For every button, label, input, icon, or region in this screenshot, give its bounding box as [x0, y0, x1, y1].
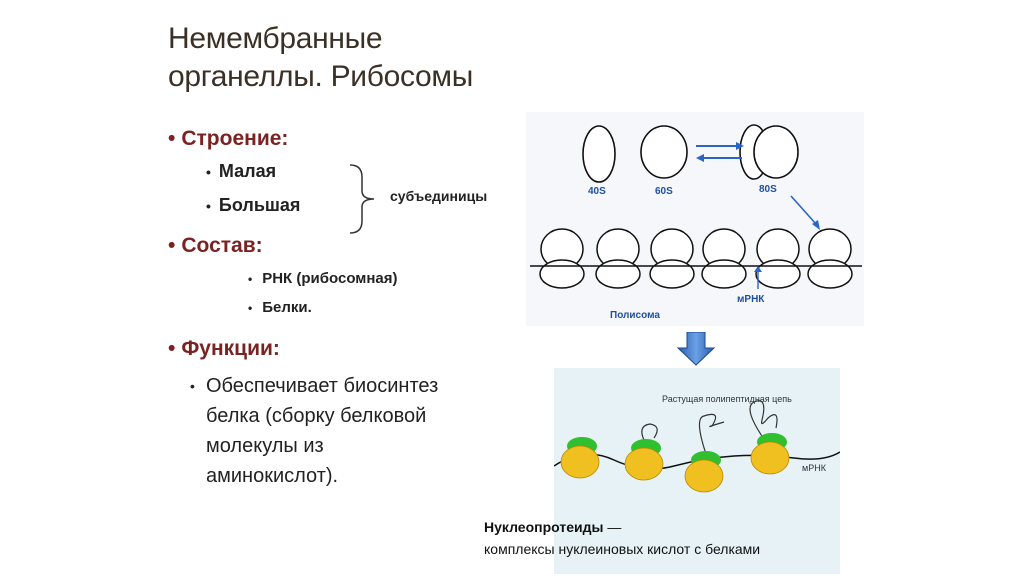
label-polypeptide-chain: Растущая полипептидная цепь [662, 394, 792, 404]
polysome-figure: 40S 60S 80S мРНК Полисома [526, 112, 864, 326]
structure-item-small: •Малая [206, 161, 277, 181]
arrow-down-icon [676, 332, 716, 366]
title-subtitle: Рибосомы [330, 60, 474, 93]
bullet-dot: • [168, 234, 176, 257]
caption-dash: — [603, 519, 622, 535]
structure-label: Строение: [181, 127, 289, 150]
composition-item-label: РНК (рибосомная) [262, 270, 398, 287]
polysome-diagram: 40S 60S 80S мРНК Полисома [530, 124, 862, 321]
label-40s: 40S [588, 186, 606, 197]
section-functions-heading: •Функции: [168, 337, 280, 361]
caption-definition: комплексы нуклеиновых кислот с белками [484, 541, 761, 557]
bullet-dot: • [190, 378, 195, 394]
composition-item-proteins: •Белки. [248, 299, 312, 316]
label-80s: 80S [759, 184, 777, 195]
caption-term-line: Нуклеопротеиды — [484, 516, 760, 538]
bullet-dot: • [168, 127, 176, 150]
label-mrna-2: мРНК [802, 463, 827, 473]
nucleoprotein-caption: Нуклеопротеиды — комплексы нуклеиновых к… [484, 516, 760, 560]
title-line-2: органеллы. Рибосомы [168, 58, 473, 96]
structure-item-large: •Большая [206, 195, 301, 215]
title-line-1: Немембранные [168, 22, 383, 55]
translation-diagram: Растущая полипептидная цепь мРНК [553, 394, 841, 493]
ribosome-large-part [753, 125, 799, 179]
caption-term: Нуклеопротеиды [484, 519, 604, 535]
ribosome-3 [684, 451, 724, 493]
curly-brace-icon [349, 164, 375, 234]
bullet-dot: • [168, 337, 176, 360]
functions-line: белка (сборку белковой [206, 405, 427, 427]
ribosome-1 [560, 437, 600, 479]
ribosome-2 [624, 439, 664, 481]
slide-title: Немембранные органеллы. Рибосомы [168, 20, 473, 96]
composition-label: Состав: [181, 234, 263, 257]
functions-line: аминокислот). [206, 465, 339, 487]
composition-item-rna: •РНК (рибосомная) [248, 270, 398, 287]
composition-item-label: Белки. [262, 299, 312, 316]
structure-item-label: Малая [218, 161, 277, 181]
functions-line: молекулы из [206, 435, 324, 457]
title-main: органеллы. [168, 60, 323, 93]
label-60s: 60S [655, 186, 673, 197]
nucleoprotein-figure: Растущая полипептидная цепь мРНК [553, 368, 841, 574]
ribosome-4 [750, 433, 790, 475]
section-composition-heading: •Состав: [168, 234, 263, 258]
label-mrna: мРНК [737, 294, 765, 305]
functions-text: • Обеспечивает биосинтез белка (сборку б… [190, 371, 506, 491]
functions-line: Обеспечивает биосинтез [206, 375, 439, 397]
structure-item-label: Большая [218, 195, 301, 215]
pointer-arrow [790, 195, 817, 225]
polysome-ribosomes [539, 228, 853, 289]
label-polysome: Полисома [610, 310, 660, 321]
section-structure-heading: •Строение: [168, 127, 288, 151]
subunits-label: субъединицы [390, 188, 488, 204]
small-subunit-shape [582, 125, 616, 183]
bullet-list: •Строение: •Малая •Большая •Состав: •РНК… [168, 0, 528, 574]
large-subunit-shape [640, 125, 688, 179]
functions-label: Функции: [181, 337, 280, 360]
